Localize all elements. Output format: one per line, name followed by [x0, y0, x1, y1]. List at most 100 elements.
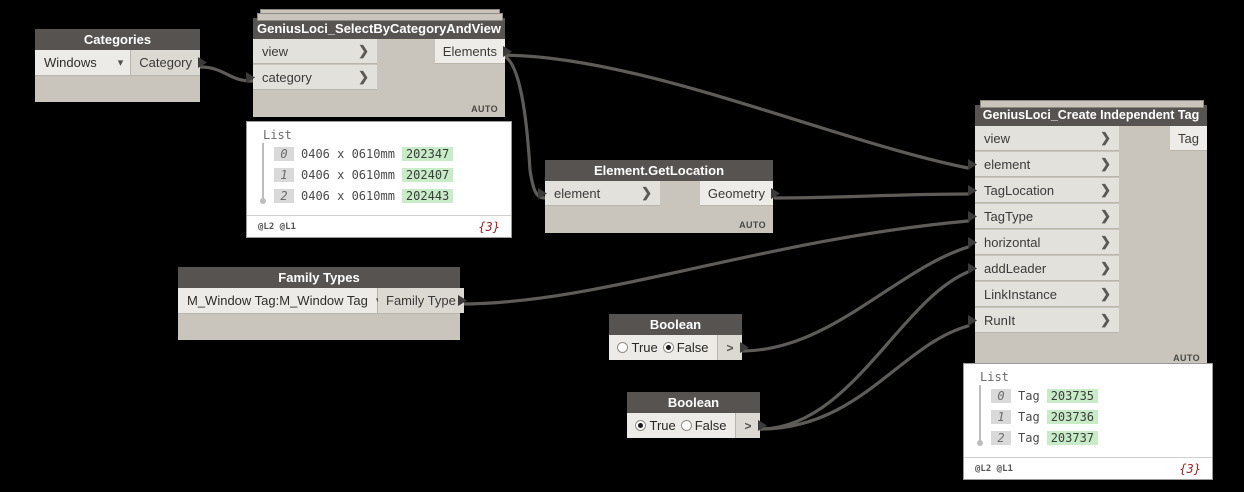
node-categories[interactable]: Categories Windows ▾ Category: [35, 29, 207, 102]
input-port-addleader[interactable]: addLeader ❯: [968, 256, 1119, 281]
chevron-right-icon: ❯: [358, 69, 369, 84]
input-port-horizontal-label: horizontal: [984, 234, 1041, 250]
preview-rows: 0 0406 x 0610mm 202347 1 0406 x 0610mm 2…: [247, 143, 511, 206]
input-connector-nub[interactable]: [968, 237, 977, 248]
node-run-mode-label: AUTO: [739, 220, 766, 230]
family-types-dropdown[interactable]: M_Window Tag:M_Window Tag ▾: [178, 288, 381, 313]
categories-dropdown-value: Windows: [44, 55, 97, 70]
radio-true[interactable]: True: [635, 418, 676, 433]
wire-category-to-category: [198, 65, 254, 83]
input-port-element[interactable]: element ❯: [968, 152, 1119, 177]
input-port-tagtype[interactable]: TagType ❯: [968, 204, 1119, 229]
output-connector-nub[interactable]: [758, 420, 767, 431]
input-connector-nub[interactable]: [968, 159, 977, 170]
node-family-types[interactable]: Family Types M_Window Tag:M_Window Tag ▾…: [178, 267, 467, 340]
preview-title: List: [263, 128, 292, 142]
boolean-true-options[interactable]: True False: [627, 413, 735, 438]
preview-elements-list: List 0 0406 x 0610mm 202347 1 0406 x 061…: [246, 121, 512, 238]
input-port-taglocation-label: TagLocation: [984, 182, 1055, 198]
family-types-output-port[interactable]: Family Type: [378, 288, 467, 313]
node-boolean-true-title: Boolean: [627, 392, 760, 413]
list-item: 1 0406 x 0610mm 202407: [263, 164, 511, 185]
radio-true-dot[interactable]: [617, 342, 629, 353]
input-port-linkinstance[interactable]: LinkInstance ❯: [975, 282, 1119, 307]
list-item-text: Tag: [1018, 409, 1040, 424]
node-element-get-location[interactable]: Element.GetLocation element ❯ Geometry A…: [538, 160, 780, 233]
list-item: 0 Tag 203735: [980, 385, 1212, 406]
radio-true[interactable]: True: [617, 340, 658, 355]
radio-false[interactable]: False: [680, 418, 727, 433]
input-connector-nub[interactable]: [968, 185, 977, 196]
boolean-false-output-chevron: >: [726, 340, 734, 355]
node-boolean-true[interactable]: Boolean True False >: [627, 392, 767, 438]
list-item: 2 Tag 203737: [980, 427, 1212, 448]
node-create-independent-tag[interactable]: GeniusLoci_Create Independent Tag view ❯…: [968, 100, 1207, 366]
list-item-text: 0406 x 0610mm: [301, 146, 395, 161]
node-select-by-category-and-view[interactable]: GeniusLoci_SelectByCategoryAndView view …: [246, 9, 512, 117]
chevron-right-icon: ❯: [641, 185, 652, 200]
preview-rows: 0 Tag 203735 1 Tag 203736 2 Tag 203737: [964, 385, 1212, 448]
input-port-category[interactable]: category ❯: [246, 65, 377, 90]
boolean-false-output-port[interactable]: >: [717, 335, 749, 360]
output-connector-nub[interactable]: [503, 46, 512, 57]
node-run-mode-label: AUTO: [471, 104, 498, 114]
input-port-view[interactable]: view ❯: [253, 39, 377, 64]
input-connector-nub[interactable]: [968, 263, 977, 274]
chevron-right-icon: ❯: [358, 43, 369, 58]
radio-false[interactable]: False: [662, 340, 709, 355]
radio-true-dot[interactable]: [635, 420, 647, 431]
output-connector-nub[interactable]: [458, 295, 467, 306]
node-categories-filler: [35, 76, 200, 102]
chevron-right-icon: ❯: [1100, 156, 1111, 171]
radio-false-dot[interactable]: [662, 342, 674, 353]
preview-lacing: @L2 @L1: [258, 221, 296, 232]
chevron-right-icon: ❯: [1100, 260, 1111, 275]
input-connector-nub[interactable]: [968, 211, 977, 222]
list-item-index: 1: [274, 167, 294, 182]
boolean-true-output-port[interactable]: >: [735, 413, 767, 438]
input-port-element[interactable]: element ❯: [538, 181, 660, 206]
output-port-tag-label: Tag: [1178, 130, 1199, 146]
chevron-right-icon: ❯: [1100, 286, 1111, 301]
list-item: 1 Tag 203736: [980, 406, 1212, 427]
input-port-view-label: view: [984, 130, 1011, 146]
input-connector-nub[interactable]: [246, 72, 255, 83]
node-run-mode-label: AUTO: [1173, 353, 1200, 363]
output-connector-nub[interactable]: [198, 57, 207, 68]
categories-dropdown[interactable]: Windows ▾: [35, 50, 132, 75]
categories-output-label: Category: [139, 55, 192, 70]
boolean-false-options[interactable]: True False: [609, 335, 717, 360]
wire-elements-to-tag-element: [498, 53, 970, 170]
input-port-runit[interactable]: RunIt ❯: [968, 308, 1119, 333]
input-connector-nub[interactable]: [538, 188, 547, 199]
chevron-right-icon: ❯: [1100, 234, 1111, 249]
list-item: 0 0406 x 0610mm 202347: [263, 143, 511, 164]
input-connector-nub[interactable]: [968, 315, 977, 326]
input-port-view[interactable]: view ❯: [975, 126, 1119, 151]
output-port-geometry[interactable]: Geometry: [699, 181, 780, 206]
input-port-taglocation[interactable]: TagLocation ❯: [968, 178, 1119, 203]
list-item-value: 203736: [1046, 409, 1099, 424]
preview-count: {3}: [1179, 461, 1201, 476]
list-item-text: Tag: [1018, 430, 1040, 445]
preview-footer: @L2 @L1 {3}: [964, 457, 1212, 479]
list-item-index: 2: [274, 188, 294, 203]
list-item-value: 203737: [1046, 430, 1099, 445]
input-port-horizontal[interactable]: horizontal ❯: [968, 230, 1119, 255]
categories-output-port[interactable]: Category: [131, 50, 207, 75]
radio-false-dot[interactable]: [680, 420, 692, 431]
input-port-runit-label: RunIt: [984, 312, 1016, 328]
output-port-tag[interactable]: Tag: [1170, 126, 1207, 151]
node-stack-layer-1: [980, 100, 1204, 108]
preview-count: {3}: [478, 219, 500, 234]
output-port-elements[interactable]: Elements: [434, 39, 512, 64]
node-boolean-false[interactable]: Boolean True False >: [609, 314, 749, 360]
list-item-index: 1: [991, 409, 1011, 424]
node-select-by-category-and-view-title: GeniusLoci_SelectByCategoryAndView: [253, 18, 505, 39]
input-port-addleader-label: addLeader: [984, 260, 1047, 276]
list-item-text: 0406 x 0610mm: [301, 188, 395, 203]
list-item-value: 202347: [401, 146, 454, 161]
output-connector-nub[interactable]: [771, 188, 780, 199]
output-connector-nub[interactable]: [740, 342, 749, 353]
